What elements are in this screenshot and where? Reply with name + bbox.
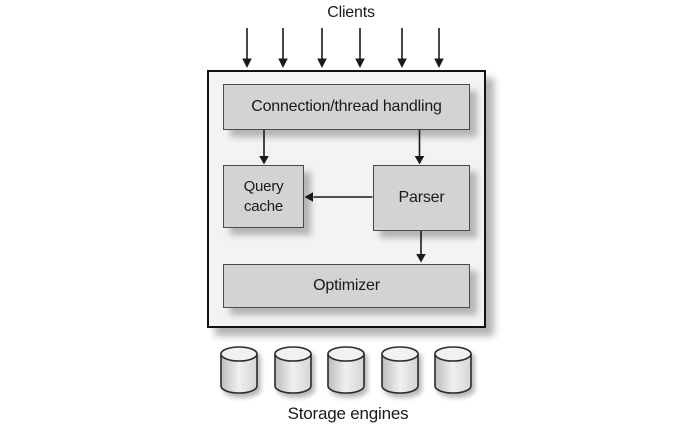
storage-engines-label: Storage engines [287, 404, 409, 423]
client-arrow-6 [434, 28, 444, 68]
node-parser: Parser [373, 165, 470, 231]
client-arrow-2 [278, 28, 288, 68]
database-cylinder-icon [220, 346, 258, 394]
database-cylinder-icon [273, 346, 312, 394]
client-arrow-5 [397, 28, 407, 68]
node-query-cache: Query cache [223, 165, 304, 228]
node-connection-thread-handling: Connection/thread handling [223, 84, 470, 130]
client-arrow-3 [317, 28, 327, 68]
database-cylinder-icon [380, 346, 419, 394]
storage-engines-row [219, 345, 473, 395]
clients-label: Clients [327, 4, 375, 21]
node-optimizer: Optimizer [223, 264, 470, 308]
client-arrow-1 [242, 28, 252, 68]
client-arrows [242, 28, 444, 68]
database-cylinder-icon [327, 346, 365, 394]
client-arrow-4 [355, 28, 365, 68]
database-cylinder-icon [434, 346, 472, 394]
